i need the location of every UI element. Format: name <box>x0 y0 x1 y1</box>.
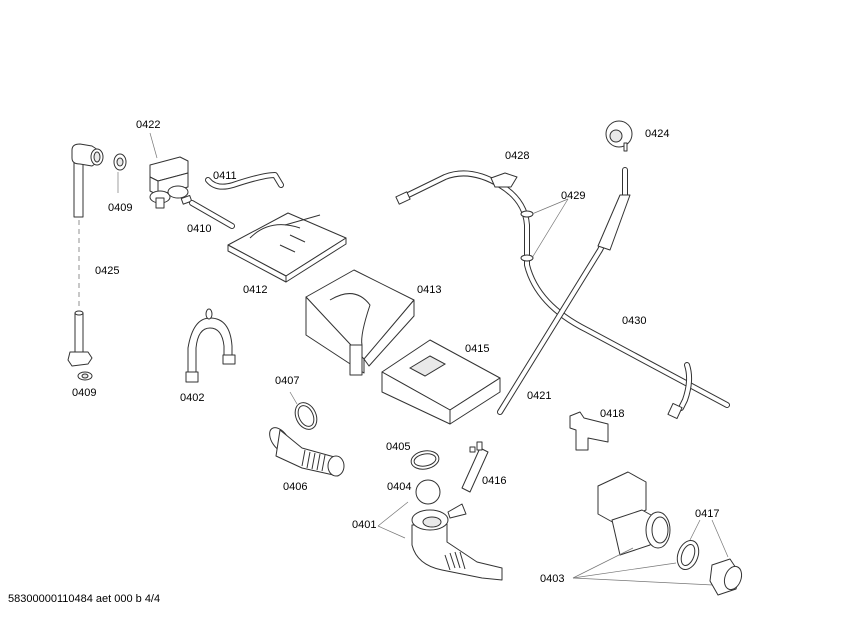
part-0421-pressure-hose[interactable] <box>497 167 631 415</box>
part-0429-clamps[interactable] <box>520 198 569 262</box>
label-0403: 0403 <box>540 573 565 585</box>
label-0410: 0410 <box>187 223 212 235</box>
part-0412-dispenser-top[interactable] <box>227 212 347 283</box>
label-0415: 0415 <box>465 343 490 355</box>
label-0402: 0402 <box>180 392 205 404</box>
part-0416-heater[interactable] <box>461 441 489 493</box>
part-0415-detergent-drawer[interactable] <box>381 339 501 425</box>
label-0417: 0417 <box>695 508 720 520</box>
label-0413: 0413 <box>417 284 442 296</box>
part-0425-inlet-hose[interactable] <box>67 143 104 367</box>
document-footer: 58300000110484 aet 000 b 4/4 <box>8 593 161 605</box>
label-0416: 0416 <box>482 475 507 487</box>
part-0424-pressure-switch[interactable] <box>605 120 633 152</box>
part-0430-hose-end[interactable] <box>667 362 693 420</box>
label-0429: 0429 <box>561 190 586 202</box>
part-0417-pump-filter[interactable] <box>673 519 744 596</box>
label-0406: 0406 <box>283 481 308 493</box>
label-0409-upper: 0409 <box>108 202 133 214</box>
part-0405-seal-ring[interactable] <box>410 449 441 472</box>
part-0404-ball[interactable] <box>415 479 441 505</box>
label-0401: 0401 <box>352 519 377 531</box>
part-0403-drain-pump[interactable] <box>572 471 714 586</box>
part-0407-seal-ring[interactable] <box>289 391 321 433</box>
label-0404: 0404 <box>387 481 412 493</box>
label-0409-lower: 0409 <box>72 387 97 399</box>
label-0421: 0421 <box>527 390 552 402</box>
part-0418-bracket[interactable] <box>569 411 609 451</box>
part-0422-solenoid-valve[interactable] <box>149 132 193 209</box>
label-0405: 0405 <box>386 441 411 453</box>
label-0407: 0407 <box>275 375 300 387</box>
label-0412: 0412 <box>243 284 268 296</box>
part-0409-seal-upper[interactable] <box>113 153 127 193</box>
label-0422: 0422 <box>136 119 161 131</box>
part-0413-dispenser-housing[interactable] <box>305 269 415 376</box>
label-0425: 0425 <box>95 265 120 277</box>
label-0411: 0411 <box>213 170 237 182</box>
label-0418: 0418 <box>600 408 625 420</box>
label-0428: 0428 <box>505 150 530 162</box>
part-0428-hose-holder[interactable] <box>395 170 730 408</box>
label-0424: 0424 <box>645 128 670 140</box>
part-0402-hose-clip[interactable] <box>185 308 236 383</box>
part-0410-hose[interactable] <box>189 200 235 229</box>
label-0430: 0430 <box>622 315 647 327</box>
part-0406-hose[interactable] <box>265 424 345 477</box>
part-0411-hose[interactable] <box>205 172 284 190</box>
part-0401-sump-hose[interactable] <box>377 501 503 581</box>
part-0409-seal-lower[interactable] <box>77 371 93 381</box>
